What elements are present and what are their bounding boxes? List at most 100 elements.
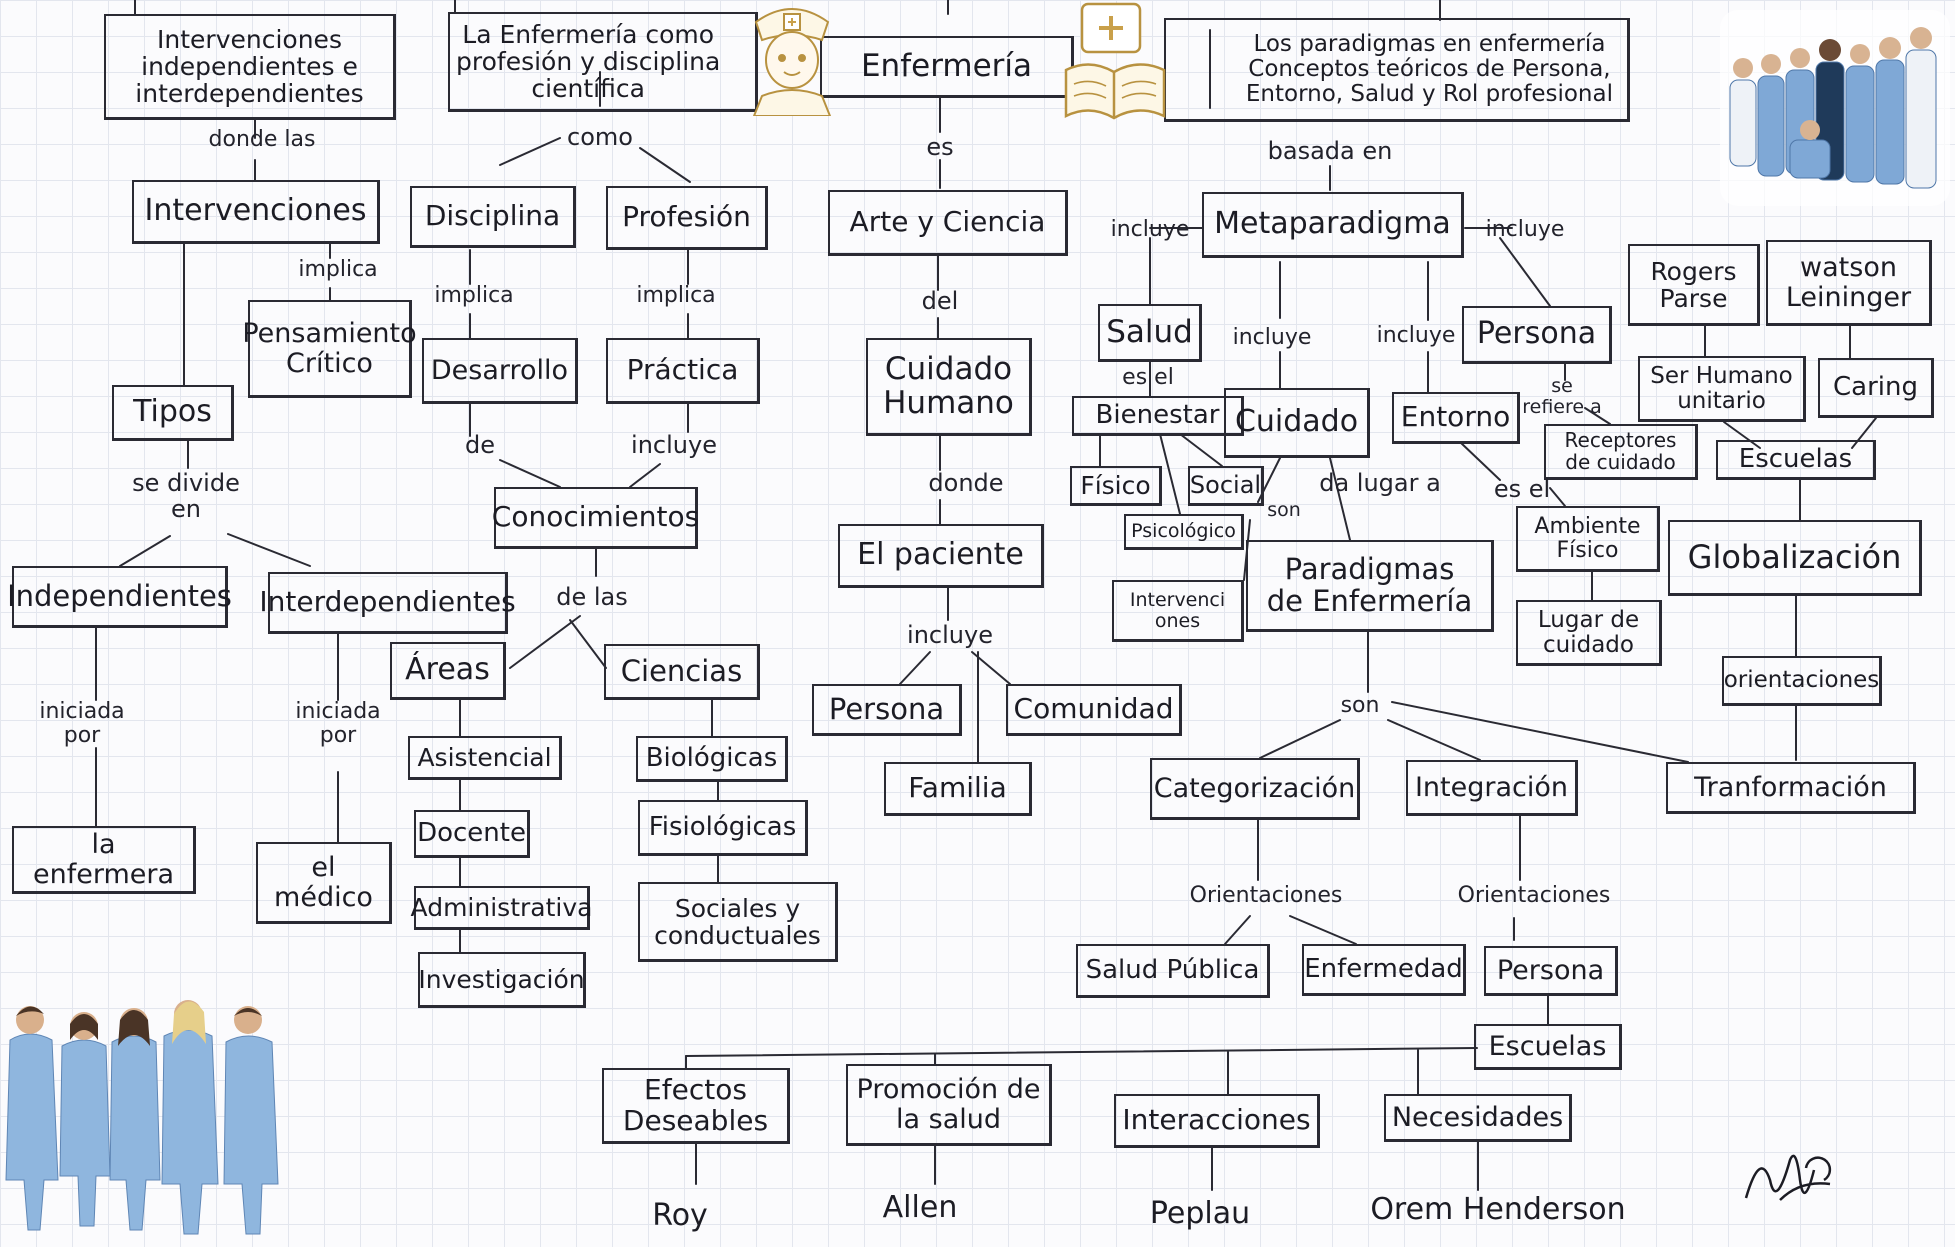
- label-incluye-4: incluye: [1376, 323, 1456, 348]
- label-incluye-2: incluye: [1485, 217, 1565, 242]
- label-incluye-3: incluye: [1232, 325, 1312, 350]
- label-implica-3: implica: [636, 283, 716, 308]
- signature-icon: [1744, 1154, 1832, 1201]
- author-roy: Roy: [652, 1198, 708, 1233]
- label-de-las: de las: [556, 583, 628, 611]
- node-practica: Práctica: [606, 338, 760, 404]
- label-donde-las: donde las: [208, 127, 316, 152]
- label-como: como: [567, 123, 633, 151]
- node-enfermeria: Enfermería: [820, 36, 1074, 98]
- node-asistencial: Asistencial: [408, 736, 562, 780]
- node-biologicas: Biológicas: [636, 736, 788, 782]
- label-son-2: son: [1340, 693, 1380, 718]
- node-fisiologicas: Fisiológicas: [638, 800, 808, 856]
- node-ambiente-fisico: Ambiente Físico: [1516, 506, 1660, 572]
- node-promocion: Promoción de la salud: [846, 1064, 1052, 1146]
- author-orem: Orem Henderson: [1370, 1192, 1626, 1227]
- label-orientaciones-2: Orientaciones: [1457, 883, 1611, 908]
- node-cuidado-humano: Cuidado Humano: [866, 338, 1032, 436]
- node-orientaciones-right: orientaciones: [1722, 656, 1882, 706]
- label-donde: donde: [928, 469, 1004, 497]
- label-de: de: [465, 431, 495, 459]
- node-receptores: Receptores de cuidado: [1544, 424, 1698, 480]
- label-son-1: son: [1267, 499, 1301, 521]
- label-da-lugar-a: da lugar a: [1319, 469, 1441, 497]
- label-implica-2: implica: [434, 283, 514, 308]
- nurse-portrait-icon: [752, 8, 832, 116]
- node-areas: Áreas: [390, 642, 506, 700]
- node-paradigmas-enf: Paradigmas de Enfermería: [1246, 540, 1494, 632]
- label-se-divide-en: se divide en: [132, 469, 240, 524]
- label-del: del: [921, 287, 959, 315]
- label-es-el-2: es el: [1493, 475, 1551, 503]
- node-lugar-cuidado: Lugar de cuidado: [1516, 600, 1662, 666]
- node-metaparadigma: Metaparadigma: [1202, 192, 1464, 258]
- node-caring: Caring: [1818, 358, 1934, 418]
- label-basada-en: basada en: [1267, 137, 1393, 165]
- node-rogers: Rogers Parse: [1628, 244, 1760, 326]
- node-intervenciones-small: Intervenci ones: [1112, 580, 1244, 642]
- node-tipos: Tipos: [112, 385, 234, 441]
- author-allen: Allen: [882, 1190, 958, 1225]
- node-independientes: Independientes: [7, 566, 232, 628]
- node-paradigmas-header: Los paradigmas en enfermería Conceptos t…: [1164, 18, 1630, 122]
- label-orientaciones-1: Orientaciones: [1189, 883, 1343, 908]
- label-es-el: es el: [1122, 365, 1174, 390]
- node-transformacion: Tranformación: [1666, 762, 1916, 814]
- node-pensamiento-critico: Pensamiento Crítico: [242, 300, 417, 398]
- nurses-group-icon: [5, 1000, 279, 1235]
- node-escuelas-bottom: Escuelas: [1474, 1024, 1622, 1070]
- node-salud-publica: Salud Pública: [1076, 944, 1270, 998]
- node-bienestar: Bienestar: [1072, 396, 1244, 436]
- node-escuelas-right: Escuelas: [1716, 440, 1876, 480]
- node-persona-int: Persona: [1484, 946, 1618, 996]
- node-intervenciones: Intervenciones: [132, 180, 380, 244]
- node-interacciones: Interacciones: [1114, 1094, 1320, 1148]
- node-conocimientos: Conocimientos: [492, 487, 699, 549]
- node-necesidades: Necesidades: [1384, 1094, 1572, 1142]
- label-implica-1: implica: [298, 257, 378, 282]
- node-fisico: Físico: [1070, 466, 1162, 506]
- node-efectos: Efectos Deseables: [602, 1068, 790, 1144]
- node-enfermedad: Enfermedad: [1302, 944, 1466, 996]
- node-enfermeria-profesion: La Enfermería como profesión y disciplin…: [448, 12, 758, 112]
- node-cuidado: Cuidado: [1224, 388, 1370, 458]
- label-se-refiere-a: se refiere a: [1522, 375, 1602, 418]
- node-la-enfermera: la enfermera: [12, 826, 196, 894]
- node-social: Social: [1188, 466, 1264, 506]
- node-entorno: Entorno: [1392, 392, 1520, 444]
- node-administrativa: Administrativa: [411, 886, 592, 930]
- node-sociales: Sociales y conductuales: [638, 882, 838, 962]
- node-intervenciones-ind-inter: Intervenciones independientes e interdep…: [104, 14, 396, 120]
- label-incluye-1: incluye: [1110, 217, 1190, 242]
- node-familia: Familia: [884, 762, 1032, 816]
- node-el-paciente: El paciente: [838, 524, 1044, 588]
- node-categorizacion: Categorización: [1150, 758, 1360, 820]
- node-globalizacion: Globalización: [1668, 520, 1922, 596]
- node-watson: watson Leininger: [1766, 240, 1932, 326]
- node-ciencias: Ciencias: [604, 644, 760, 700]
- node-persona-pac: Persona: [812, 684, 962, 736]
- node-integracion: Integración: [1406, 760, 1578, 816]
- node-el-medico: el médico: [256, 842, 392, 924]
- node-interdependientes: Interdependientes: [259, 572, 516, 634]
- node-ser-humano: Ser Humano unitario: [1638, 356, 1806, 422]
- label-iniciada-por-1: iniciada por: [39, 699, 125, 749]
- node-persona-meta: Persona: [1462, 306, 1612, 364]
- node-psicologico: Psicológico: [1124, 514, 1244, 550]
- node-salud: Salud: [1098, 304, 1202, 362]
- medical-team-icon: [1720, 10, 1950, 206]
- label-es: es: [926, 133, 954, 161]
- label-iniciada-por-2: iniciada por: [295, 699, 381, 749]
- node-comunidad: Comunidad: [1006, 684, 1182, 736]
- node-docente: Docente: [414, 810, 530, 858]
- book-first-aid-icon: [1064, 2, 1166, 120]
- author-peplau: Peplau: [1149, 1196, 1251, 1231]
- node-desarrollo: Desarrollo: [422, 338, 578, 404]
- label-incluye-6: incluye: [907, 621, 993, 649]
- node-investigacion: Investigación: [418, 952, 586, 1008]
- node-profesion: Profesión: [606, 186, 768, 250]
- node-arte-ciencia: Arte y Ciencia: [828, 190, 1068, 256]
- node-disciplina: Disciplina: [410, 186, 576, 248]
